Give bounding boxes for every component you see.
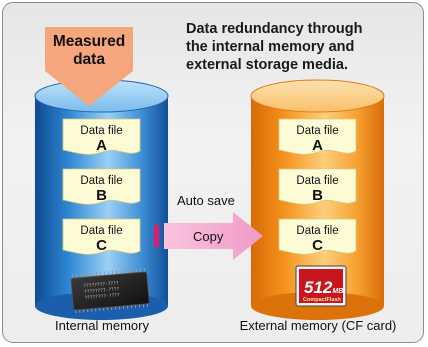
diagram-title: Data redundancy through the internal mem… <box>186 20 422 74</box>
file-letter: A <box>96 137 107 154</box>
file-letter: B <box>312 187 323 204</box>
internal-file-a: Data file A <box>63 121 140 157</box>
internal-memory-caption: Internal memory <box>55 318 149 333</box>
title-line-1: Data redundancy through <box>186 21 363 37</box>
file-name: Data file <box>296 225 339 237</box>
file-letter: A <box>312 137 323 154</box>
auto-save-label: Auto save <box>177 193 235 208</box>
external-memory-caption: External memory (CF card) <box>239 318 397 333</box>
file-letter: C <box>312 237 323 254</box>
internal-file-c: Data file C <box>63 221 140 257</box>
measured-data-arrow <box>45 71 133 106</box>
chip-label-line-1: ????????-???? <box>83 280 119 289</box>
cf-brand: CompactFlash <box>303 297 342 303</box>
external-file-c: Data file C <box>279 221 356 257</box>
file-name: Data file <box>296 125 339 137</box>
cf-card-icon: 512MB CompactFlash <box>295 265 347 307</box>
internal-file-b: Data file B <box>63 171 140 207</box>
file-name: Data file <box>80 175 123 187</box>
measured-line-1: Measured <box>52 33 126 50</box>
copy-label: Copy <box>193 229 224 244</box>
file-letter: C <box>96 237 107 254</box>
file-name: Data file <box>80 225 123 237</box>
copy-arrow <box>154 212 263 260</box>
memory-chip-icon: ????????-???? ????????-???? ????????-???… <box>70 267 150 314</box>
file-card-shapes <box>62 118 357 255</box>
file-name: Data file <box>80 125 123 137</box>
external-file-b: Data file B <box>279 171 356 207</box>
svg-text:512MB: 512MB <box>304 278 343 297</box>
measured-data-box: Measured data <box>45 27 133 71</box>
external-file-a: Data file A <box>279 121 356 157</box>
cf-capacity: 512 <box>304 278 333 297</box>
cf-unit: MB <box>332 288 343 295</box>
title-line-3: external storage media. <box>186 57 348 73</box>
title-line-2: the internal memory and <box>186 39 355 55</box>
chip-label-line-2: ????????-???? <box>84 286 120 295</box>
chip-label-line-3: ????????-???? <box>84 292 120 301</box>
file-letter: B <box>96 187 107 204</box>
measured-line-2: data <box>73 51 105 68</box>
file-name: Data file <box>296 175 339 187</box>
